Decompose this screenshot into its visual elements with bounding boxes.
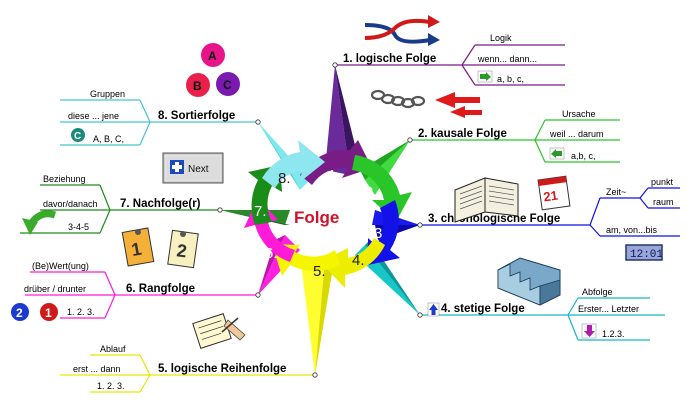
branch-lines [20, 44, 680, 393]
sector-4: 4. [352, 252, 365, 269]
sector-5: 5. [313, 263, 326, 280]
next-button-label: Next [188, 164, 209, 175]
branch-6[interactable]: 6. Rangfolge (Be)Wert(ung) drüber / drun… [11, 227, 199, 321]
sector-3: 3 [374, 225, 382, 242]
branch-8-title: 8. Sortierfolge [158, 110, 235, 122]
svg-text:1: 1 [130, 239, 143, 260]
branch-2-item-3: a,b, c, [571, 151, 596, 161]
branch-6-title: 6. Rangfolge [126, 283, 195, 295]
branch-6-item-1: (Be)Wert(ung) [32, 261, 89, 271]
branch-4-item-1: Abfolge [582, 287, 613, 297]
branch-7-title: 7. Nachfolge(r) [120, 198, 201, 210]
branch-7-item-1: Beziehung [43, 174, 86, 184]
letter-b: B [193, 79, 202, 93]
branch-4[interactable]: 4. stetige Folge Abfolge Erster... Letzt… [427, 257, 639, 339]
crossing-arrows-icon [364, 15, 440, 46]
red-arrows-icon [435, 92, 482, 118]
branch-6-item-2: drüber / drunter [24, 284, 86, 294]
calendar-icon: 21 [537, 175, 571, 211]
sector-6: 6. [265, 245, 278, 262]
branch-2-title: 2. kausale Folge [418, 128, 507, 140]
branch-5-item-2: erst ... dann [73, 364, 121, 374]
branch-7-item-3: 3-4-5 [68, 222, 89, 232]
rank-badge-2-icon: 2 [11, 303, 29, 321]
branch-1-item-1: Logik [490, 33, 512, 43]
down-arrow-icon [581, 323, 597, 339]
branch-8-item-2: diese ... jene [68, 111, 119, 121]
next-button[interactable]: Next [162, 152, 224, 184]
branch-1-item-2: wenn... dann... [477, 54, 537, 64]
branch-2[interactable]: 2. kausale Folge Ursache weil ... darum … [418, 109, 604, 161]
chain-icon [370, 89, 426, 109]
stairs-icon [497, 257, 561, 306]
svg-text:2: 2 [175, 240, 188, 261]
curved-back-arrow-icon [22, 210, 57, 235]
branch-5-item-3: 1. 2. 3. [97, 381, 125, 391]
center-label: Folge [294, 208, 339, 227]
sector-numbers: 1. 2. 3 4. 5. 6. 7. 8. Folge [254, 167, 382, 280]
branch-1-item-3: a, b, c, [497, 74, 524, 84]
branch-8-item-1: Gruppen [90, 89, 125, 99]
branch-3-title: 3. chronologische Folge [428, 213, 560, 225]
clock-time: 12:01 [630, 249, 663, 261]
branch-3-item-4: am, von...bis [606, 225, 658, 235]
branch-2-item-1: Ursache [562, 109, 596, 119]
branch-4-item-3: 1.2.3. [602, 329, 625, 339]
branch-1[interactable]: 1. logische Folge Logik wenn... dann... … [343, 15, 537, 118]
branch-3-item-2: punkt [651, 177, 674, 187]
branch-7[interactable]: 7. Nachfolge(r) Beziehung davor/danach 3… [22, 152, 224, 235]
calendar-day: 21 [542, 188, 558, 205]
branch-5-item-1: Ablauf [100, 344, 126, 354]
branch-4-title: 4. stetige Folge [441, 303, 525, 315]
rank-badge-2: 2 [16, 306, 23, 320]
branch-4-item-2: Erster... Letzter [578, 304, 639, 314]
left-arrow-icon [549, 147, 565, 160]
branch-1-title: 1. logische Folge [343, 53, 436, 65]
priority-notes-icon: 1 2 [121, 227, 199, 269]
sector-2: 2. [365, 184, 378, 201]
right-arrow-icon [477, 70, 493, 83]
writing-checklist-icon [192, 313, 246, 349]
branch-5-title: 5. logische Reihenfolge [158, 363, 286, 375]
branch-8-item-3: A, B, C, [93, 134, 124, 144]
branch-3-item-3: raum [653, 197, 674, 207]
branch-3-item-1: Zeit~ [606, 187, 626, 197]
rank-badge-1-icon: 1 [40, 303, 58, 321]
letter-c: C [223, 78, 232, 92]
circle-c-icon: C [71, 128, 85, 142]
sector-1: 1. [328, 167, 341, 184]
sector-7: 7. [254, 203, 267, 220]
abc-circles-icon: A B C [186, 43, 240, 97]
branch-5[interactable]: 5. logische Reihenfolge Ablauf erst ... … [73, 313, 286, 391]
branch-3[interactable]: 3. chronologische Folge Zeit~ punkt raum… [428, 175, 674, 261]
arrow-ring [244, 140, 412, 288]
digital-clock-icon: 12:01 [625, 244, 663, 261]
letter-a: A [208, 49, 217, 63]
up-arrow-icon [427, 302, 440, 317]
branch-8[interactable]: 8. Sortierfolge Gruppen diese ... jene A… [68, 43, 240, 144]
branch-2-item-2: weil ... darum [549, 129, 604, 139]
rank-badge-1: 1 [45, 306, 52, 320]
circle-c-label: C [74, 131, 81, 142]
branch-6-item-3: 1. 2. 3. [67, 307, 95, 317]
branch-endpoints [217, 62, 423, 378]
branch-7-item-2: davor/danach [43, 199, 98, 209]
open-book-icon [454, 177, 519, 223]
sector-8: 8. [278, 170, 291, 187]
